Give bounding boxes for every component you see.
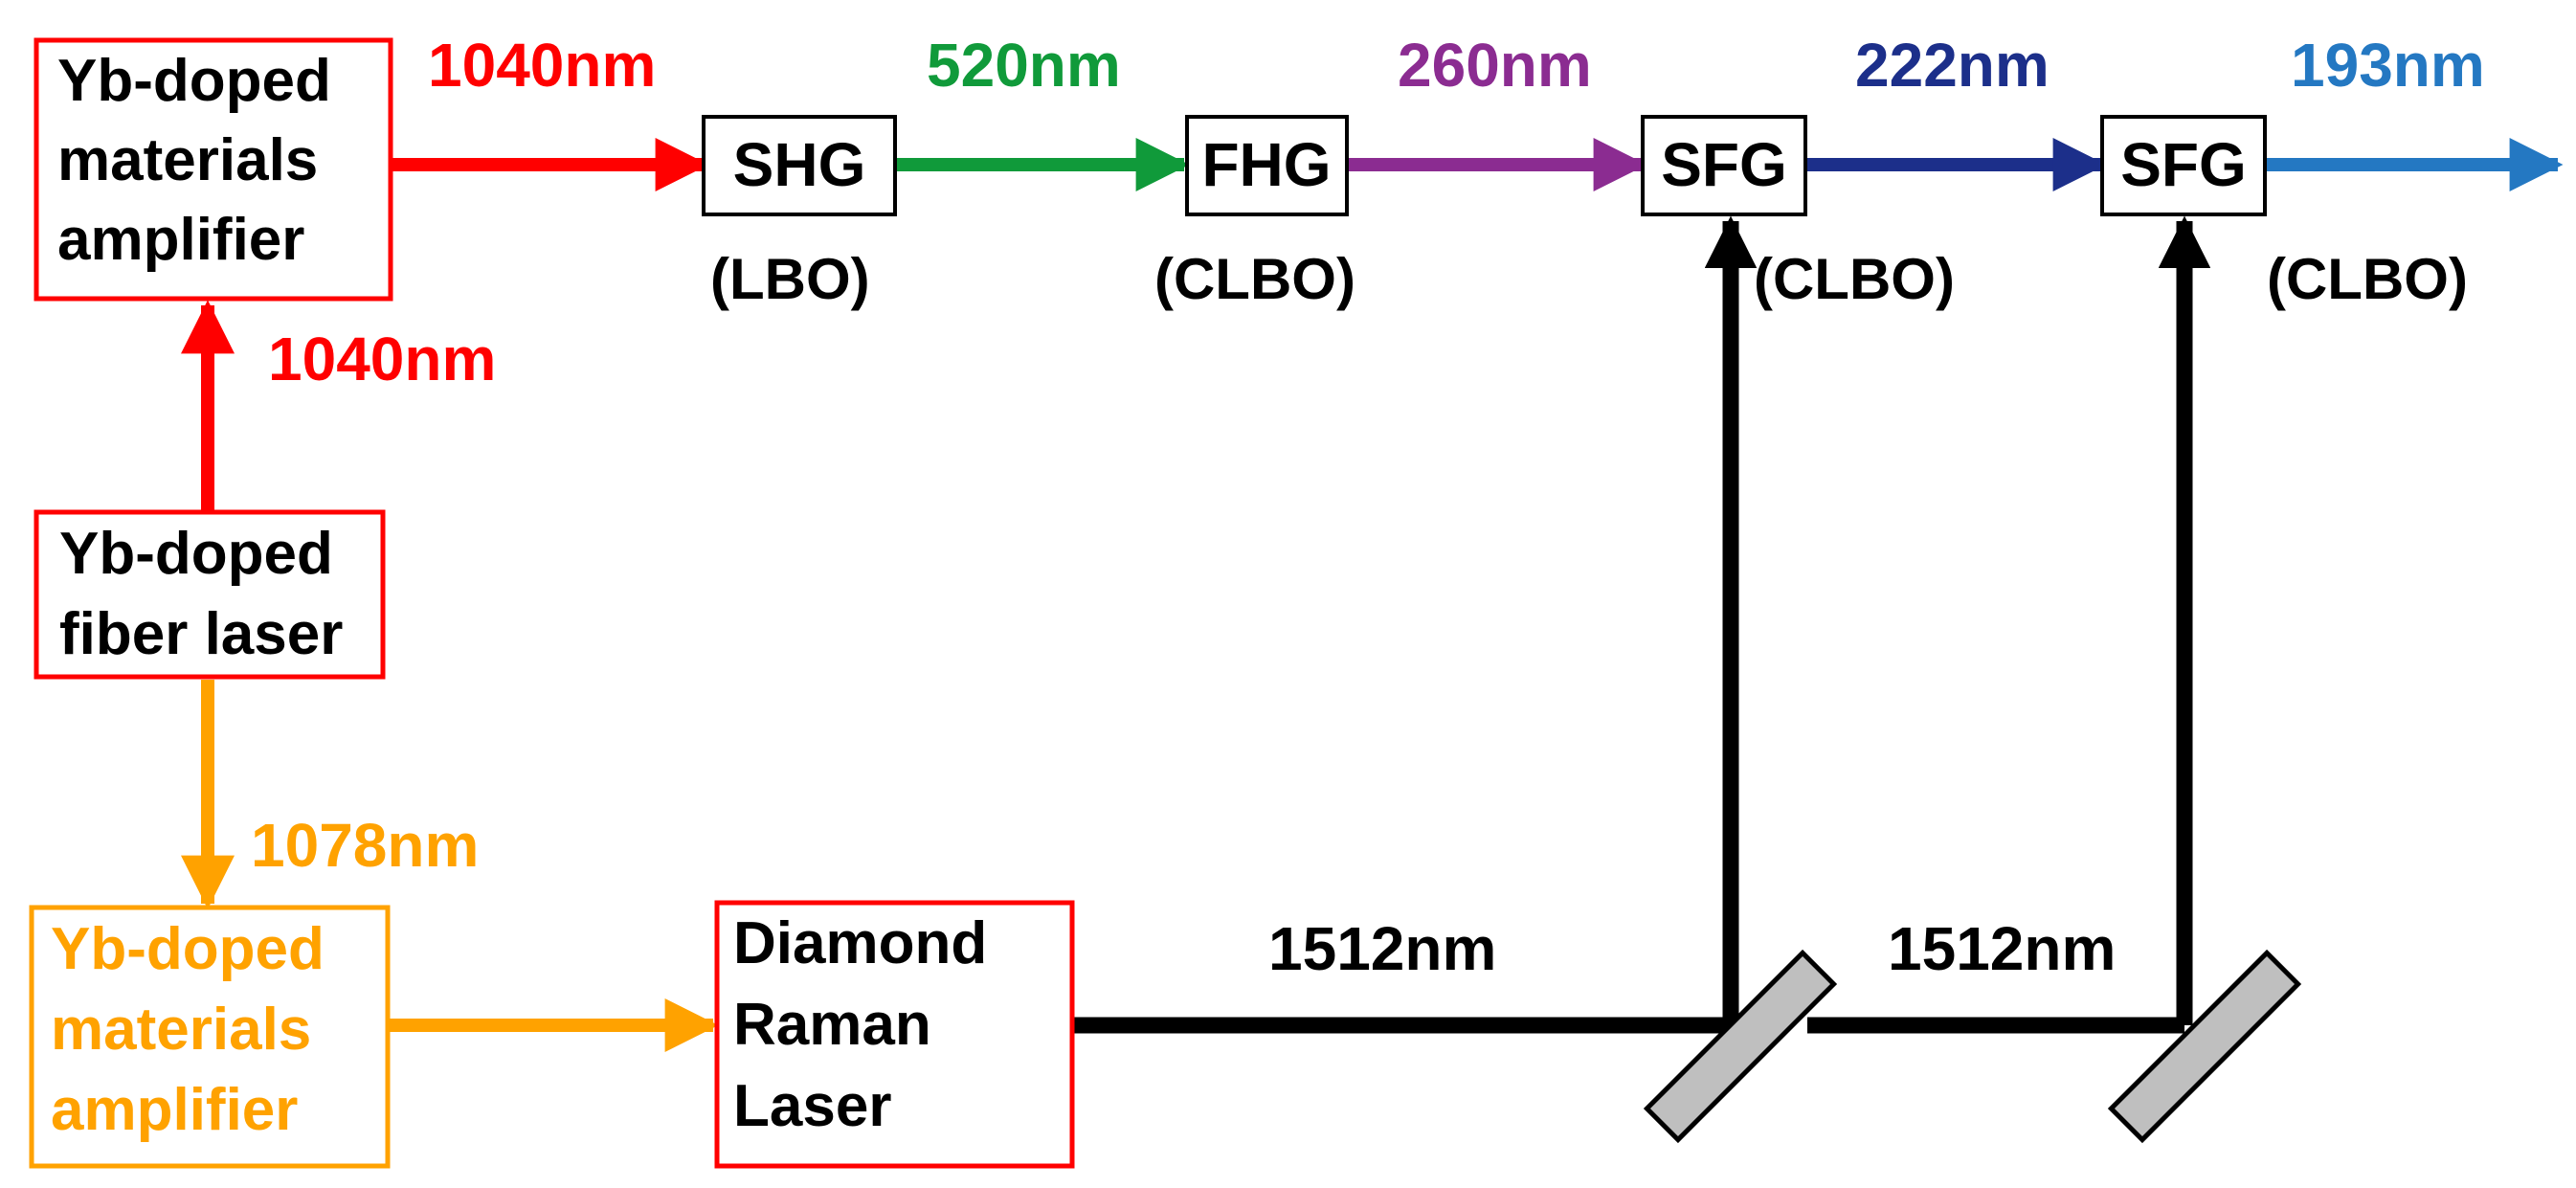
crystal-sfg-2: (CLBO) xyxy=(2267,247,2468,311)
amplifier-top-line-2: materials xyxy=(57,127,318,193)
raman-line-2: Raman xyxy=(733,992,931,1058)
sfg-2-label: SFG xyxy=(2120,130,2247,199)
amplifier-top-line-3: amplifier xyxy=(57,207,304,273)
shg-box: SHG xyxy=(702,115,897,216)
wavelength-222: 222nm xyxy=(1855,31,2050,100)
amplifier-bottom-box: Yb-doped materials amplifier xyxy=(29,905,391,1169)
wavelength-1512-a: 1512nm xyxy=(1268,914,1496,983)
crystal-shg: (LBO) xyxy=(710,247,870,311)
fiber-laser-box: Yb-doped fiber laser xyxy=(34,509,386,680)
wavelength-1078: 1078nm xyxy=(251,811,479,880)
amplifier-top-box: Yb-doped materials amplifier xyxy=(34,37,393,302)
crystal-sfg-1: (CLBO) xyxy=(1754,247,1955,311)
shg-label: SHG xyxy=(733,130,866,199)
mirror-1 xyxy=(1643,949,1838,1144)
raman-line-3: Laser xyxy=(733,1073,891,1139)
raman-line-1: Diamond xyxy=(733,910,987,976)
wavelength-520: 520nm xyxy=(927,31,1121,100)
crystal-fhg: (CLBO) xyxy=(1154,247,1355,311)
wavelength-1512-b: 1512nm xyxy=(1888,914,2116,983)
amplifier-bottom-line-2: materials xyxy=(51,997,311,1063)
amplifier-bottom-line-3: amplifier xyxy=(51,1077,298,1143)
sfg-1-label: SFG xyxy=(1661,130,1787,199)
sfg-1-box: SFG xyxy=(1641,115,1807,216)
wavelength-260: 260nm xyxy=(1398,31,1592,100)
wavelength-1040-side: 1040nm xyxy=(268,325,496,393)
fhg-label: FHG xyxy=(1201,130,1331,199)
fiber-laser-line-2: fiber laser xyxy=(59,601,343,667)
fiber-laser-line-1: Yb-doped xyxy=(59,521,333,587)
wavelength-1040-top: 1040nm xyxy=(428,31,656,100)
amplifier-top-line-1: Yb-doped xyxy=(57,48,331,114)
wavelength-193: 193nm xyxy=(2291,31,2485,100)
sfg-2-box: SFG xyxy=(2100,115,2267,216)
mirror-2 xyxy=(2107,949,2302,1144)
amplifier-bottom-line-1: Yb-doped xyxy=(51,916,325,982)
beam-paths xyxy=(181,138,2564,1052)
fhg-box: FHG xyxy=(1185,115,1349,216)
raman-laser-box: Diamond Raman Laser xyxy=(714,900,1075,1169)
